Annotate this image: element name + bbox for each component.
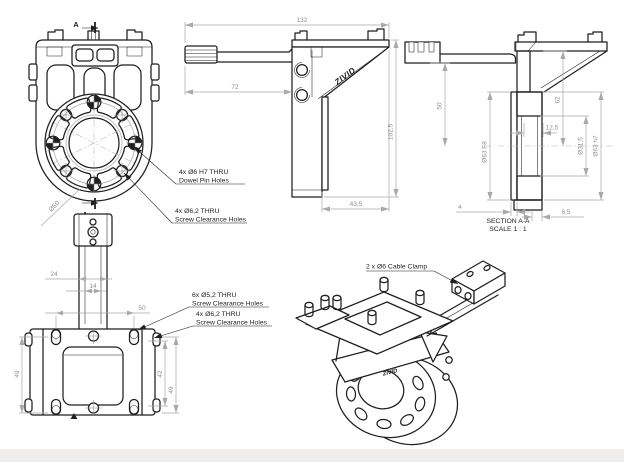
dim-42: 42	[148, 340, 168, 407]
callout-text: Screw Clearance Holes	[192, 301, 264, 308]
slot-hole	[128, 398, 140, 416]
brand-logo-iso: ZIVID	[381, 368, 399, 378]
callout-text: 4x Ø6,2 THRU	[196, 311, 241, 318]
side-boss	[445, 356, 453, 364]
section-cut-mark-top: A	[73, 20, 99, 33]
callout-text: Screw Clearance Holes	[175, 217, 247, 224]
dim-6-5: 6,5	[522, 209, 584, 221]
left-wing	[295, 305, 350, 330]
svg-text:24: 24	[50, 271, 58, 278]
datum-marker	[70, 413, 78, 419]
svg-text:Ø31,5: Ø31,5	[578, 137, 585, 155]
gusset-iso	[419, 331, 448, 363]
bottom-view: 24 14 50 49 42	[14, 213, 272, 419]
callout-text: Dowel Pin Holes	[179, 178, 229, 185]
plate-window-iso	[344, 301, 422, 336]
svg-text:49: 49	[168, 386, 175, 394]
section-title: SECTION A-A	[486, 218, 530, 225]
center-hole	[85, 328, 102, 344]
corner-boss	[24, 398, 33, 413]
callout-text: 4x Ø6 H7 THRU	[179, 169, 228, 176]
center-pin	[87, 30, 100, 41]
section-scale: SCALE 1 : 1	[489, 226, 527, 233]
dim-12-5: 12,5	[511, 123, 559, 137]
dim-132: 132	[184, 17, 390, 43]
dim-24: 24	[45, 271, 112, 282]
callout-cable-clamp: 2 x Ø6 Cable Clamp	[366, 264, 459, 285]
dim-63-f8: Ø63 F8	[482, 91, 511, 201]
slot-hole	[50, 328, 62, 346]
dim-50: 50	[45, 305, 150, 328]
svg-text:72: 72	[231, 84, 239, 91]
dim-31-5: Ø31,5	[540, 115, 589, 177]
side-tab	[150, 84, 160, 102]
corner-boss	[152, 332, 161, 347]
latch	[71, 44, 119, 67]
top-plate	[291, 39, 390, 48]
callout-text: 2 x Ø6 Cable Clamp	[366, 264, 427, 271]
callout-6x-holes: 6x Ø5,2 THRU Screw Clearance Holes	[137, 292, 269, 331]
slot-hole	[50, 398, 62, 416]
dim-49-right: 49	[162, 336, 179, 414]
top-post-right	[126, 29, 143, 41]
callout-4x-holes: 4x Ø6,2 THRU Screw Clearance Holes	[153, 311, 272, 339]
threaded-hole	[294, 87, 310, 103]
callout-text: 6x Ø5,2 THRU	[192, 292, 237, 299]
mount-plate-edge	[321, 96, 329, 191]
svg-text:43,5: 43,5	[350, 201, 363, 208]
side-tab	[28, 63, 38, 81]
footer-bar	[0, 449, 624, 462]
svg-text:42: 42	[157, 370, 164, 378]
ring-bore	[68, 117, 120, 169]
svg-text:4: 4	[458, 204, 462, 211]
svg-text:49: 49	[14, 370, 21, 378]
dim-43-5: 43,5	[321, 50, 390, 212]
svg-text:50: 50	[138, 305, 146, 312]
dim-14: 14	[66, 283, 106, 294]
svg-text:132: 132	[297, 17, 308, 24]
section-label-top: A	[73, 20, 79, 29]
dim-50: 50	[430, 62, 450, 146]
callout-dowel-holes: 4x Ø6 H7 THRU Dowel Pin Holes	[133, 146, 245, 185]
base-plate	[29, 328, 156, 416]
dim-72: 72	[184, 66, 292, 95]
bottom-flange-section	[513, 199, 543, 211]
dim-62: 62	[543, 50, 567, 146]
svg-text:14: 14	[89, 283, 97, 290]
front-view: A A Ø50 4x Ø6 H7 THRU Dowel Pin Holes 4x…	[28, 20, 247, 227]
center-hole	[85, 400, 102, 416]
svg-text:102,5: 102,5	[388, 123, 395, 140]
threaded-hole	[294, 62, 310, 78]
top-post-left	[47, 29, 64, 41]
top-plate-section	[514, 41, 608, 52]
cable-clamp-side	[473, 272, 506, 305]
side-view: ZIVID 132 72 102,5 43,5	[184, 17, 399, 212]
side-tab	[150, 63, 160, 81]
section-view: 50 62 12,5 Ø31,5 Ø63 h7	[404, 31, 614, 233]
corner-boss	[152, 398, 161, 413]
slot-hole	[128, 328, 140, 346]
isometric-view: ZIVID 2 x Ø6 Cable Clamp	[295, 260, 506, 446]
top-plate-iso	[305, 291, 454, 355]
callout-text: Screw Clearance Holes	[196, 320, 268, 327]
callout-screw-holes: 4x Ø6,2 THRU Screw Clearance Holes	[123, 172, 247, 224]
side-boss	[442, 373, 450, 381]
callout-text: 4x Ø6,2 THRU	[175, 208, 220, 215]
svg-text:6,5: 6,5	[561, 209, 570, 216]
dim-49-left: 49	[14, 336, 48, 414]
svg-text:50: 50	[437, 102, 444, 110]
svg-text:Ø63 F8: Ø63 F8	[482, 141, 489, 163]
dim-102-5: 102,5	[324, 39, 399, 198]
side-tab	[28, 84, 38, 102]
svg-text:62: 62	[555, 96, 562, 104]
svg-text:12,5: 12,5	[546, 125, 559, 132]
svg-text:Ø63 h7: Ø63 h7	[593, 135, 600, 157]
dim-4: 4	[456, 202, 530, 216]
corner-boss	[24, 332, 33, 347]
dim-63-h7: Ø63 h7	[544, 91, 604, 201]
